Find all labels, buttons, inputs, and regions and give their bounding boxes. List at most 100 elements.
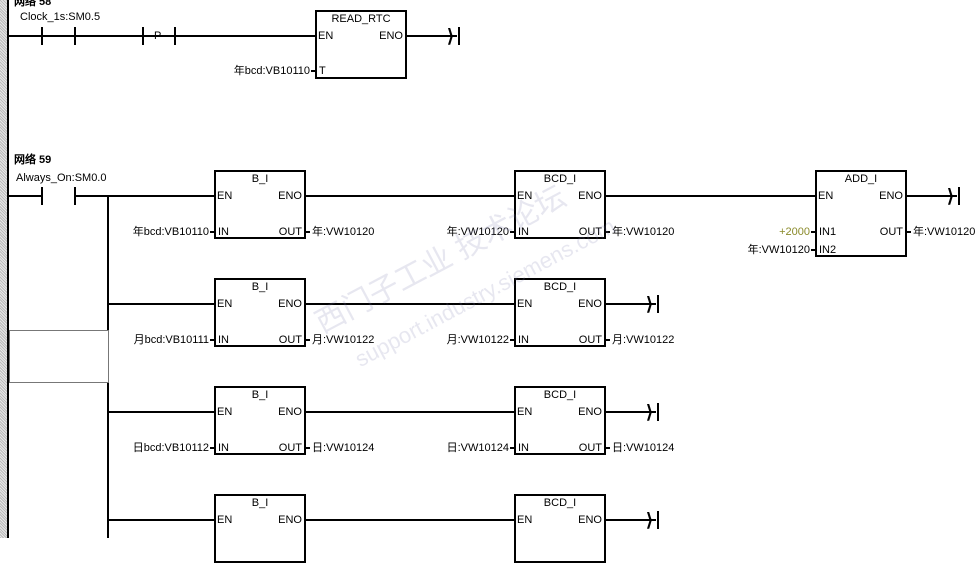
add-i-box-title: ADD_I [844, 173, 878, 185]
pin-stub [510, 231, 514, 233]
en-pin: EN [517, 298, 533, 310]
read-rtc-box-title: READ_RTC [331, 13, 391, 25]
branch-rung [108, 303, 215, 305]
out-pin-operand[interactable]: 年:VW10120 [312, 226, 375, 238]
out-pin-operand[interactable]: 年:VW10120 [612, 226, 675, 238]
add-i-box [815, 170, 907, 257]
end-arrow-icon: ⟩ [646, 294, 654, 314]
pin-stub [306, 339, 310, 341]
pin-stub [306, 447, 310, 449]
end-arrow-icon: ⟩ [646, 402, 654, 422]
out-pin-operand[interactable]: 年:VW10120 [913, 226, 976, 238]
eno-pin: ENO [278, 406, 302, 418]
b-i-box-title: B_I [251, 173, 269, 185]
selection-cell[interactable] [9, 330, 109, 383]
eno-pin: ENO [879, 190, 903, 202]
out-pin: OUT [278, 226, 302, 238]
en-pin: EN [818, 190, 834, 202]
in-pin-operand[interactable]: 年:VW10120 [446, 226, 509, 238]
pin-stub [606, 339, 610, 341]
end-bar [657, 295, 659, 313]
en-pin: EN [517, 406, 533, 418]
pin-stub [210, 447, 214, 449]
eno-pin: ENO [278, 190, 302, 202]
pin-stub [306, 231, 310, 233]
power-rail [0, 0, 7, 538]
bcd-i-box-title: BCD_I [543, 281, 577, 293]
p-contact-right-bar [174, 27, 176, 45]
bcd-i-box [514, 278, 606, 347]
in-pin-operand[interactable]: 日:VW10124 [446, 442, 509, 454]
clock-contact-left-bar [41, 27, 43, 45]
t-pin-operand[interactable]: 年bcd:VB10110 [233, 65, 310, 77]
out-pin: OUT [879, 226, 903, 238]
en-pin: EN [318, 30, 334, 42]
bcd-i-box [514, 386, 606, 455]
eno-wire [606, 519, 656, 521]
eno-to-en-wire [306, 303, 515, 305]
eno-wire [606, 411, 656, 413]
pin-stub [811, 231, 815, 233]
left-rail-line [7, 0, 9, 538]
contact-label[interactable]: Clock_1s:SM0.5 [20, 11, 101, 23]
out-pin: OUT [578, 442, 602, 454]
p-contact-label[interactable]: P [154, 30, 162, 42]
b-i-box [214, 386, 306, 455]
b-i-box-title: B_I [251, 281, 269, 293]
eno-pin: ENO [578, 406, 602, 418]
out-pin-operand[interactable]: 日:VW10124 [312, 442, 375, 454]
in-pin: IN [218, 226, 229, 238]
pin-stub [907, 231, 911, 233]
pin-stub [606, 447, 610, 449]
en-pin: EN [517, 514, 533, 526]
in2-pin-operand[interactable]: 年:VW10120 [747, 244, 810, 256]
in-pin: IN [218, 442, 229, 454]
in1-pin-operand[interactable]: +2000 [779, 226, 810, 238]
pin-stub [210, 231, 214, 233]
eno-to-en-wire [306, 519, 515, 521]
bcd-i-box [514, 170, 606, 239]
en-pin: EN [217, 406, 233, 418]
network-58-rung [9, 35, 315, 37]
pin-stub [510, 339, 514, 341]
en-pin: EN [217, 190, 233, 202]
end-bar [958, 187, 960, 205]
b-i-box-title: B_I [251, 497, 269, 509]
wire [9, 195, 42, 197]
out-pin: OUT [278, 442, 302, 454]
in-pin: IN [518, 334, 529, 346]
b-i-box [214, 170, 306, 239]
eno-to-en-wire [306, 195, 515, 197]
in1-pin: IN1 [819, 226, 837, 238]
pin-stub [811, 249, 815, 251]
in-pin: IN [218, 334, 229, 346]
network-59-title: 网络 59 [14, 154, 52, 166]
eno-pin: ENO [578, 190, 602, 202]
in-pin-operand[interactable]: 年bcd:VB10110 [132, 226, 209, 238]
end-bar [458, 27, 460, 45]
eno-to-en-wire [606, 195, 816, 197]
out-pin: OUT [578, 334, 602, 346]
in-pin-operand[interactable]: 月:VW10122 [446, 334, 509, 346]
out-pin-operand[interactable]: 月:VW10122 [312, 334, 375, 346]
eno-wire [407, 35, 457, 37]
out-pin-operand[interactable]: 月:VW10122 [612, 334, 675, 346]
in-pin-operand[interactable]: 日bcd:VB10112 [132, 442, 209, 454]
b-i-box [214, 278, 306, 347]
t-pin: T [319, 65, 326, 77]
contact-label[interactable]: Always_On:SM0.0 [16, 172, 107, 184]
end-bar [657, 511, 659, 529]
in-pin-operand[interactable]: 月bcd:VB10111 [133, 334, 209, 346]
in2-pin: IN2 [819, 244, 837, 256]
eno-to-en-wire [306, 411, 515, 413]
eno-wire [606, 303, 656, 305]
eno-pin: ENO [578, 298, 602, 310]
eno-pin: ENO [379, 30, 403, 42]
clock-contact-right-bar [74, 27, 76, 45]
in-pin: IN [518, 442, 529, 454]
pin-stub [210, 339, 214, 341]
eno-wire [907, 195, 957, 197]
out-pin-operand[interactable]: 日:VW10124 [612, 442, 675, 454]
bcd-i-box-title: BCD_I [543, 389, 577, 401]
pin-stub [606, 231, 610, 233]
